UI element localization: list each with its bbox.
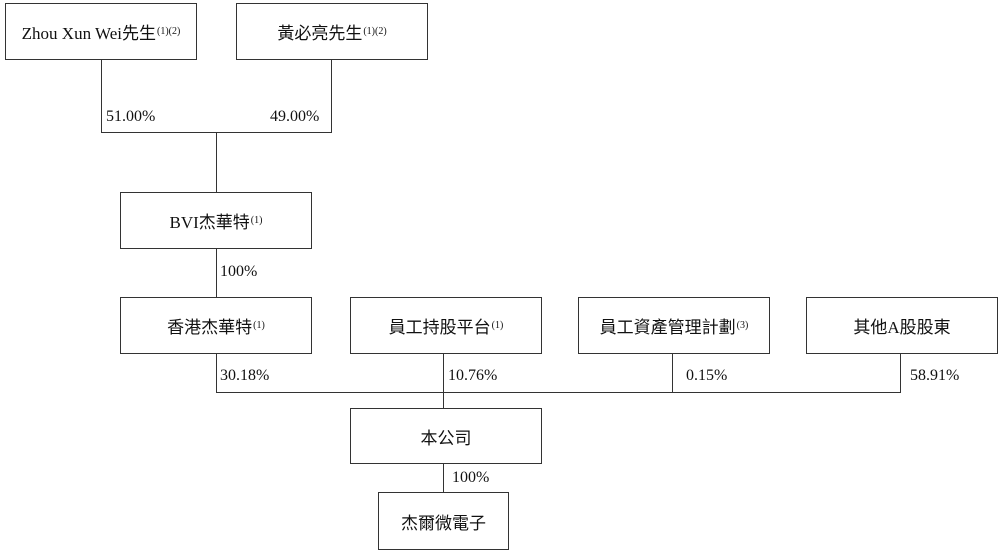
ownership-percentage: 58.91% xyxy=(910,367,960,384)
ownership-percentage: 100% xyxy=(452,469,490,486)
entity-name: 員工資產管理計劃 xyxy=(599,318,736,337)
ownership-percentage: 0.15% xyxy=(686,367,728,384)
connector-line xyxy=(672,353,674,393)
footnote-ref: (1)(2) xyxy=(156,26,181,37)
entity-company: 本公司 xyxy=(350,408,542,464)
entity-name: 香港杰華特 xyxy=(167,318,253,337)
footnote-ref: (3) xyxy=(736,320,749,331)
footnote-ref: (1) xyxy=(253,320,265,331)
ownership-percentage: 51.00% xyxy=(106,108,156,125)
connector-line xyxy=(216,132,218,192)
footnote-ref: (1)(2) xyxy=(363,26,387,37)
entity-zhou-xun-wei: Zhou Xun Wei先生(1)(2) xyxy=(5,3,197,60)
connector-line xyxy=(331,59,333,133)
entity-subsidiary: 杰爾微電子 xyxy=(378,492,509,550)
connector-line xyxy=(443,463,445,492)
entity-hk: 香港杰華特(1) xyxy=(120,297,312,354)
entity-other-a-shareholders: 其他A股股東 xyxy=(806,297,998,354)
ownership-percentage: 30.18% xyxy=(220,367,270,384)
connector-line xyxy=(216,248,218,297)
connector-line xyxy=(900,353,902,393)
ownership-percentage: 10.76% xyxy=(448,367,498,384)
entity-name: 本公司 xyxy=(420,428,472,448)
entity-name: Zhou Xun Wei先生 xyxy=(21,24,156,43)
entity-huang-biliang: 黃必亮先生(1)(2) xyxy=(236,3,428,60)
entity-name: 黃必亮先生 xyxy=(277,24,363,43)
entity-name: 杰爾微電子 xyxy=(401,513,486,533)
entity-name: 其他A股股東 xyxy=(853,318,951,337)
entity-esop-platform: 員工持股平台(1) xyxy=(350,297,542,354)
ownership-percentage: 100% xyxy=(220,263,258,280)
entity-bvi: BVI杰華特(1) xyxy=(120,192,312,249)
footnote-ref: (1) xyxy=(491,320,504,331)
connector-line xyxy=(216,392,901,394)
connector-line xyxy=(101,59,103,133)
connector-line xyxy=(216,353,218,393)
connector-line xyxy=(443,353,445,408)
entity-name: BVI杰華特 xyxy=(169,213,250,232)
entity-name: 員工持股平台 xyxy=(388,318,491,337)
entity-asset-plan: 員工資產管理計劃(3) xyxy=(578,297,770,354)
footnote-ref: (1) xyxy=(250,215,263,226)
ownership-percentage: 49.00% xyxy=(270,108,320,125)
